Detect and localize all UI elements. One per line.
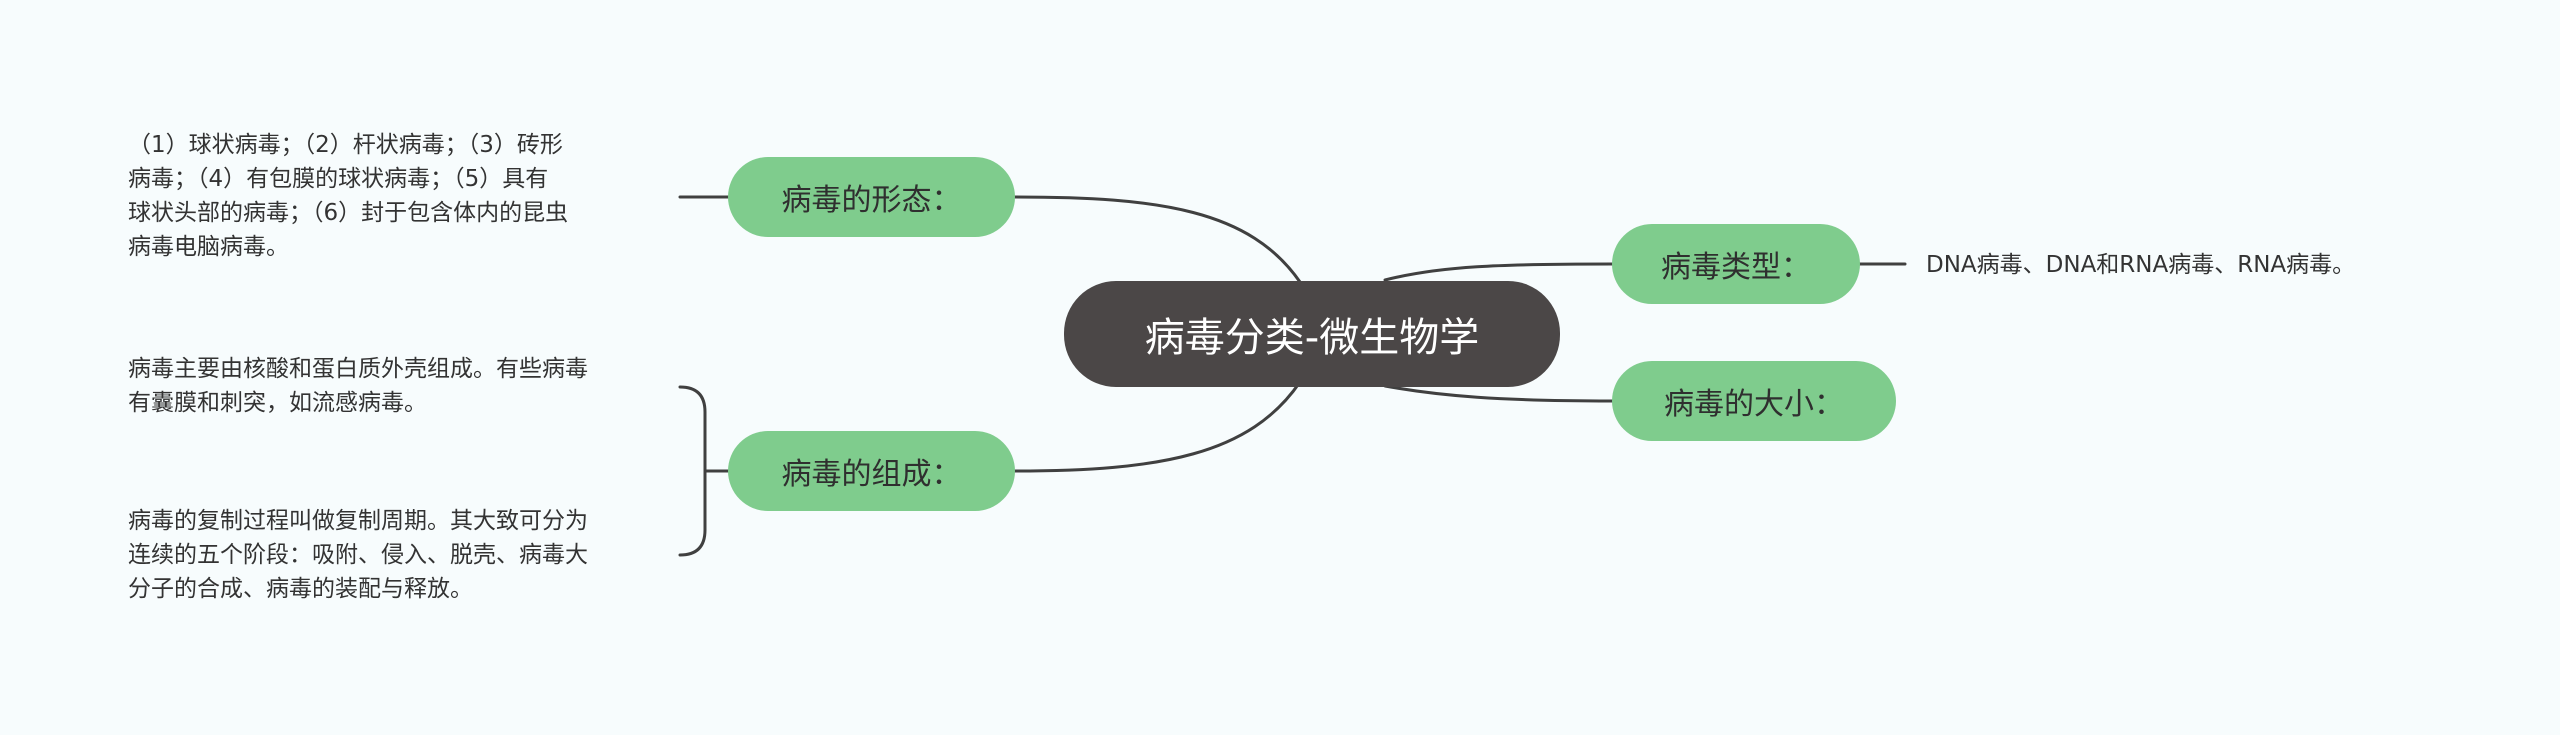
connector-root-morphology xyxy=(1013,195,1302,284)
connector-root-types xyxy=(1383,262,1614,282)
root-label: 病毒分类-微生物学 xyxy=(1144,315,1480,361)
branch-morphology-label: 病毒的形态： xyxy=(781,183,962,218)
branch-types[interactable]: 病毒类型： xyxy=(1612,224,1860,304)
branch-composition[interactable]: 病毒的组成： xyxy=(728,431,1015,511)
branch-morphology[interactable]: 病毒的形态： xyxy=(728,157,1015,237)
connector-composition-bracket xyxy=(678,385,730,557)
connector-root-composition xyxy=(1013,380,1302,473)
branch-size-label: 病毒的大小： xyxy=(1664,387,1844,422)
leaf-composition-detail-2[interactable]: 病毒的复制过程叫做复制周期。其大致可分为 连续的五个阶段：吸附、侵入、脱壳、病毒… xyxy=(128,508,588,602)
branch-size[interactable]: 病毒的大小： xyxy=(1612,361,1896,441)
root-node[interactable]: 病毒分类-微生物学 xyxy=(1064,281,1560,387)
branch-types-label: 病毒类型： xyxy=(1661,250,1811,285)
leaf-composition-detail-1[interactable]: 病毒主要由核酸和蛋白质外壳组成。有些病毒 有囊膜和刺突，如流感病毒。 xyxy=(128,356,588,416)
branch-composition-label: 病毒的组成： xyxy=(781,457,962,492)
connector-root-size xyxy=(1383,384,1614,403)
leaf-morphology-detail[interactable]: （1）球状病毒；（2）杆状病毒；（3）砖形 病毒；（4）有包膜的球状病毒；（5）… xyxy=(128,132,569,260)
leaf-types-detail[interactable]: DNA病毒、DNA和RNA病毒、RNA病毒。 xyxy=(1926,252,2356,278)
